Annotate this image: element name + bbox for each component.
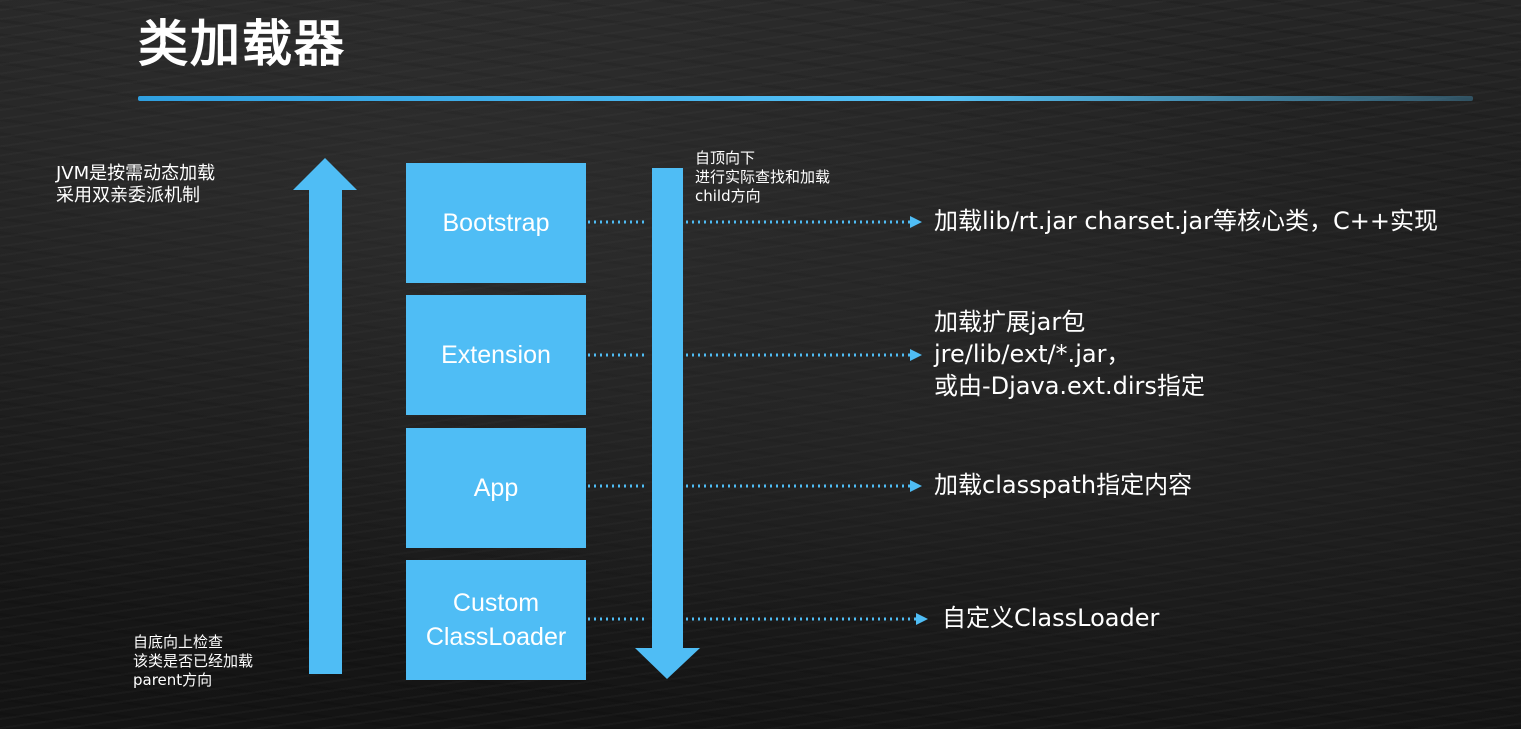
extension-loader-block: Extension	[406, 295, 586, 415]
slide-title: 类加载器	[138, 15, 346, 73]
extension-description-line-2: jre/lib/ext/*.jar，	[934, 340, 1131, 368]
top-note-line-3: child方向	[695, 187, 761, 205]
arrowhead-icon	[910, 216, 922, 228]
custom-description: 自定义ClassLoader	[942, 604, 1160, 632]
left-note-line-1: JVM是按需动态加载	[56, 163, 216, 184]
arrowhead-icon	[910, 480, 922, 492]
bootstrap-label: Bootstrap	[442, 209, 550, 237]
left-note: JVM是按需动态加载 采用双亲委派机制	[56, 163, 215, 207]
down-arrow-icon	[635, 168, 700, 679]
connector-extension	[588, 349, 922, 361]
top-note: 自顶向下 进行实际查找和加载 child方向	[695, 149, 830, 206]
extension-description-line-1: 加载扩展jar包	[934, 308, 1086, 336]
connector-bootstrap	[588, 216, 922, 228]
top-note-line-1: 自顶向下	[695, 149, 756, 167]
arrowhead-icon	[910, 349, 922, 361]
app-loader-block: App	[406, 428, 586, 548]
bootstrap-description: 加载lib/rt.jar charset.jar等核心类，C++实现	[934, 207, 1438, 235]
connector-custom	[588, 613, 928, 625]
custom-label-line-1: Custom	[452, 589, 540, 617]
extension-description-line-3: 或由-Djava.ext.dirs指定	[934, 372, 1205, 400]
custom-loader-block: Custom ClassLoader	[406, 560, 586, 680]
extension-description: 加载扩展jar包 jre/lib/ext/*.jar， 或由-Djava.ext…	[934, 306, 1205, 402]
bottom-note-line-1: 自底向上检查	[133, 633, 224, 651]
app-label: App	[473, 474, 519, 502]
up-arrow-icon	[293, 158, 357, 674]
arrowhead-icon	[916, 613, 928, 625]
bootstrap-loader-block: Bootstrap	[406, 163, 586, 283]
bottom-note-line-2: 该类是否已经加载	[133, 652, 254, 670]
extension-label: Extension	[441, 341, 551, 369]
top-note-line-2: 进行实际查找和加载	[695, 168, 831, 186]
bottom-note-line-3: parent方向	[133, 671, 213, 689]
custom-label-line-2: ClassLoader	[425, 623, 567, 651]
title-underline	[138, 96, 1473, 101]
app-description: 加载classpath指定内容	[934, 471, 1193, 499]
left-note-line-2: 采用双亲委派机制	[56, 185, 200, 206]
bottom-note: 自底向上检查 该类是否已经加载 parent方向	[133, 633, 253, 690]
connector-app	[588, 480, 922, 492]
